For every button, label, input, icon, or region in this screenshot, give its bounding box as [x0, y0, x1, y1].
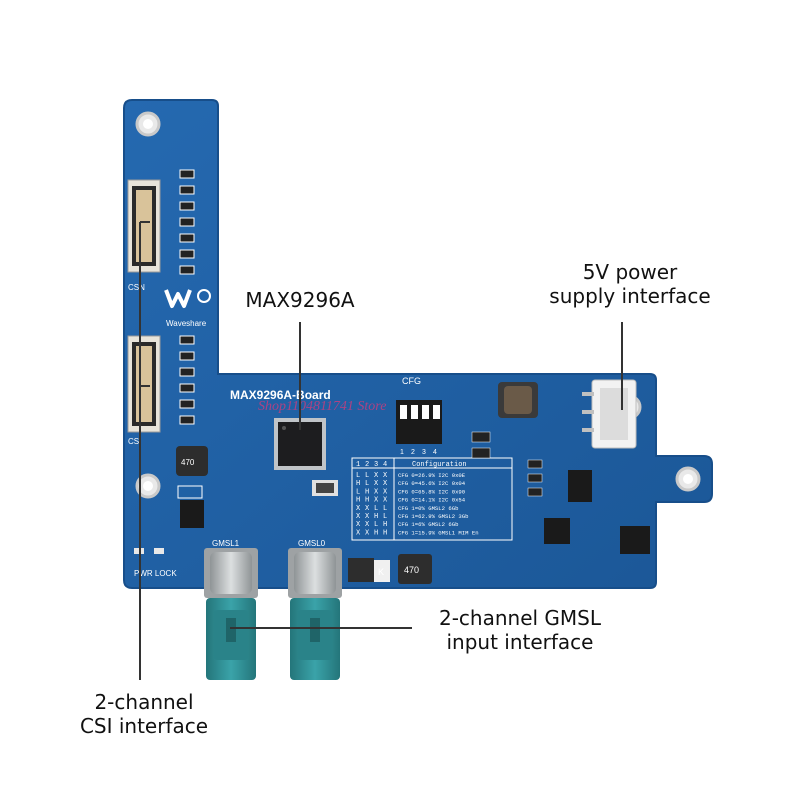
config-table-header-cell: Configuration	[412, 461, 467, 469]
config-table-cell: X	[356, 505, 361, 513]
config-table-cell: L	[356, 488, 360, 496]
power-callout-line-1: 5V power	[582, 260, 678, 284]
svg-text:3: 3	[422, 449, 426, 456]
resistor-array-left	[179, 169, 195, 425]
watermark: Shop1104811741 Store	[258, 399, 386, 414]
config-table-description: CFG 1=62.9% GMSL2 3Gb	[398, 513, 469, 520]
config-table-cell: X	[374, 488, 379, 496]
brand-label: Waveshare	[166, 319, 207, 328]
config-table-cell: H	[365, 497, 369, 505]
config-table-cell: X	[374, 480, 379, 488]
config-table-cell: X	[374, 472, 379, 480]
gmsl-callout-line-2: input interface	[446, 630, 594, 654]
config-table-cell: L	[374, 521, 378, 529]
config-table-cell: H	[374, 513, 378, 521]
config-table-cell: X	[365, 529, 370, 537]
power-connector	[582, 379, 637, 449]
config-table-cell: L	[383, 505, 387, 513]
config-table-description: CFG 0=65.8% I2C 0x90	[398, 488, 466, 495]
config-table-cell: X	[356, 521, 361, 529]
config-table-description: CFG 0=26.9% I2C 0x0E	[398, 472, 466, 479]
leader-lines	[139, 221, 623, 680]
gmsl1-connector	[204, 548, 258, 680]
csi-callout-line-2: CSI interface	[79, 714, 209, 738]
csi-bottom-label: CSI	[128, 437, 141, 446]
board-name: MAX9296A-Board	[230, 388, 331, 402]
max9296a-chip	[274, 418, 326, 470]
config-table-cell: X	[356, 529, 361, 537]
inductor-top	[498, 382, 538, 418]
config-table-description: CFG 1=0% GMSL2 6Gb	[398, 505, 458, 512]
config-table-cell: L	[383, 513, 387, 521]
chip-callout-line-1: MAX9296A	[245, 288, 355, 312]
config-table-cell: X	[365, 505, 370, 513]
csi-callout: 2-channel CSI interface	[64, 690, 224, 738]
config-table-cell: H	[383, 521, 387, 529]
waveshare-logo	[164, 289, 211, 308]
pcb-board	[123, 99, 713, 589]
config-table-cell: L	[365, 472, 369, 480]
svg-text:4: 4	[433, 449, 437, 456]
csi-connector-top	[127, 179, 161, 273]
config-table-description: CFG 0=14.1% I2C 0x54	[398, 497, 466, 504]
power-callout: 5V power supply interface	[530, 260, 730, 308]
chip-callout: MAX9296A	[230, 288, 370, 312]
config-table-cell: X	[374, 497, 379, 505]
gmsl-callout: 2-channel GMSL input interface	[420, 606, 620, 654]
config-table-cell: L	[356, 472, 360, 480]
config-table-cell: H	[383, 529, 387, 537]
csi-callout-line-1: 2-channel	[94, 690, 194, 714]
config-table-description: CFG 1=15.9% GMSL1 MIM En	[398, 529, 479, 536]
csi-connector-bottom	[127, 335, 161, 433]
smd-components: K 470	[177, 431, 650, 584]
led-label: PWR LOCK	[134, 569, 177, 578]
csi-top-label: CSN	[128, 283, 145, 292]
cfg-dip-switch	[396, 400, 442, 444]
config-table-description: CFG 1=6% GMSL2 6Gb	[398, 521, 458, 528]
cfg-switch-numbers: 1 2 3 4	[400, 449, 437, 456]
config-table-header-cell: 1	[356, 461, 360, 469]
config-table-header-cell: 2	[365, 461, 369, 469]
svg-text:470: 470	[404, 565, 419, 575]
cfg-label: CFG	[402, 376, 421, 386]
power-callout-line-2: supply interface	[549, 284, 711, 308]
config-table-cell: X	[383, 480, 388, 488]
config-table-cell: X	[383, 488, 388, 496]
config-table-cell: L	[365, 480, 369, 488]
config-table-header-cell: 3	[374, 461, 378, 469]
config-table-cell: X	[365, 513, 370, 521]
svg-text:2: 2	[411, 449, 415, 456]
gmsl-callout-line-1: 2-channel GMSL	[438, 606, 602, 630]
config-table-cell: H	[374, 529, 378, 537]
gmsl1-label: GMSL1	[212, 539, 240, 548]
config-table-cell: X	[383, 472, 388, 480]
gmsl0-connector	[288, 548, 342, 680]
config-table-description: CFG 0=45.6% I2C 0x04	[398, 480, 466, 487]
config-table-header-cell: 4	[383, 461, 387, 469]
config-table-cell: H	[365, 488, 369, 496]
gmsl0-label: GMSL0	[298, 539, 326, 548]
inductor-left: 470	[176, 446, 208, 476]
config-table-cell: X	[365, 521, 370, 529]
config-table-cell: X	[383, 497, 388, 505]
config-table-cell: H	[356, 480, 360, 488]
svg-text:1: 1	[400, 449, 404, 456]
svg-text:K: K	[378, 567, 384, 577]
svg-text:470: 470	[181, 458, 195, 467]
config-table-cell: L	[374, 505, 378, 513]
config-table-cell: X	[356, 513, 361, 521]
config-table-cell: H	[356, 497, 360, 505]
